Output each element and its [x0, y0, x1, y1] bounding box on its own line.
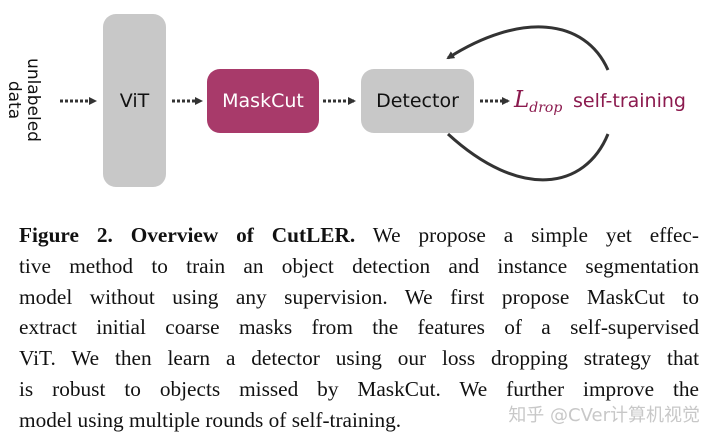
caption-line-5: ViT. We then learn a detector using our … [19, 346, 699, 371]
self-training-label: self-training [573, 90, 686, 112]
watermark: 知乎 @CVer计算机视觉 [508, 405, 700, 426]
vit-box: ViT [103, 14, 166, 187]
vit-label: ViT [119, 89, 150, 112]
loss-drop-symbol: Ldrop [514, 87, 562, 116]
input-label-line2: data [4, 80, 24, 120]
detector-label: Detector [376, 90, 459, 112]
loss-subscript: drop [529, 100, 563, 116]
caption-title: Overview of CutLER. [130, 223, 356, 247]
loop-arrow-top [446, 25, 610, 71]
caption-line-6: is robust to objects missed by MaskCut. … [19, 376, 699, 401]
input-label-line1: unlabeled [23, 58, 43, 142]
maskcut-label: MaskCut [222, 90, 304, 112]
loop-arrow-bottom [446, 132, 610, 182]
maskcut-box: MaskCut [207, 69, 319, 133]
caption-line-4: extract initial coarse masks from the fe… [19, 315, 699, 340]
figure-caption: Figure 2. Overview of CutLER. We propose… [19, 220, 699, 436]
pipeline-arrows [60, 25, 610, 182]
caption-line-2: tive method to train an object detection… [19, 253, 699, 278]
caption-figure-label: Figure 2. [19, 223, 113, 247]
detector-box: Detector [361, 69, 474, 133]
method-overview-figure: unlabeled data ViT MaskCut Detector Ldro… [0, 0, 712, 205]
caption-line-1-text: We propose a simple yet effec- [372, 223, 699, 247]
caption-line-3: model without using any supervision. We … [19, 284, 699, 309]
caption-line-1: Figure 2. Overview of CutLER. We propose… [19, 220, 699, 251]
caption-line-7: model using multiple rounds of self-trai… [19, 407, 402, 432]
loss-symbol: L [514, 87, 530, 113]
